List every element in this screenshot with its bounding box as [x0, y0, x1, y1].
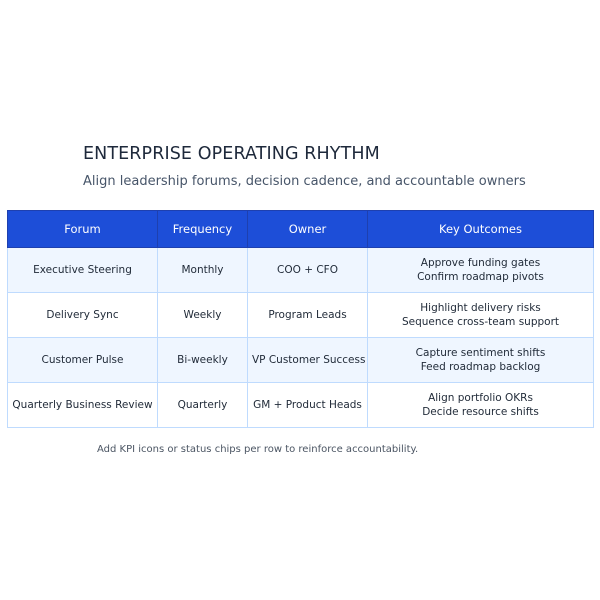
outcomes-cell: Align portfolio OKRs Decide resource shi…: [367, 382, 594, 428]
column-header-forum: Forum: [7, 210, 158, 248]
page-subtitle: Align leadership forums, decision cadenc…: [83, 174, 526, 189]
operating-rhythm-table: Forum Frequency Owner Key Outcomes Execu…: [7, 210, 594, 428]
column-header-owner: Owner: [247, 210, 368, 248]
outcome-item: Confirm roadmap pivots: [417, 271, 544, 283]
outcome-item: Sequence cross-team support: [401, 316, 560, 328]
page-title: ENTERPRISE OPERATING RHYTHM: [83, 144, 380, 164]
table-row: Delivery Sync Weekly Program Leads Highl…: [7, 292, 594, 338]
table-header-row: Forum Frequency Owner Key Outcomes: [7, 210, 594, 248]
outcome-item: Feed roadmap backlog: [420, 361, 541, 373]
forum-cell: Customer Pulse: [7, 337, 158, 383]
owner-cell: GM + Product Heads: [247, 382, 368, 428]
outcome-item: Approve funding gates: [420, 257, 541, 269]
table-row: Customer Pulse Bi-weekly VP Customer Suc…: [7, 337, 594, 383]
outcome-item: Align portfolio OKRs: [428, 392, 533, 404]
table-row: Quarterly Business Review Quarterly GM +…: [7, 382, 594, 428]
frequency-cell: Monthly: [157, 247, 248, 293]
frequency-cell: Weekly: [157, 292, 248, 338]
table-row: Executive Steering Monthly COO + CFO App…: [7, 247, 594, 293]
frequency-cell: Quarterly: [157, 382, 248, 428]
footnote: Add KPI icons or status chips per row to…: [97, 444, 419, 455]
forum-cell: Delivery Sync: [7, 292, 158, 338]
outcomes-cell: Approve funding gates Confirm roadmap pi…: [367, 247, 594, 293]
column-header-key-outcomes: Key Outcomes: [367, 210, 594, 248]
column-header-frequency: Frequency: [157, 210, 248, 248]
outcome-item: Decide resource shifts: [422, 406, 539, 418]
forum-cell: Executive Steering: [7, 247, 158, 293]
owner-cell: Program Leads: [247, 292, 368, 338]
owner-cell: COO + CFO: [247, 247, 368, 293]
outcome-item: Highlight delivery risks: [420, 302, 541, 314]
owner-cell: VP Customer Success: [247, 337, 368, 383]
forum-cell: Quarterly Business Review: [7, 382, 158, 428]
outcomes-cell: Highlight delivery risks Sequence cross-…: [367, 292, 594, 338]
outcome-item: Capture sentiment shifts: [415, 347, 546, 359]
frequency-cell: Bi-weekly: [157, 337, 248, 383]
outcomes-cell: Capture sentiment shifts Feed roadmap ba…: [367, 337, 594, 383]
